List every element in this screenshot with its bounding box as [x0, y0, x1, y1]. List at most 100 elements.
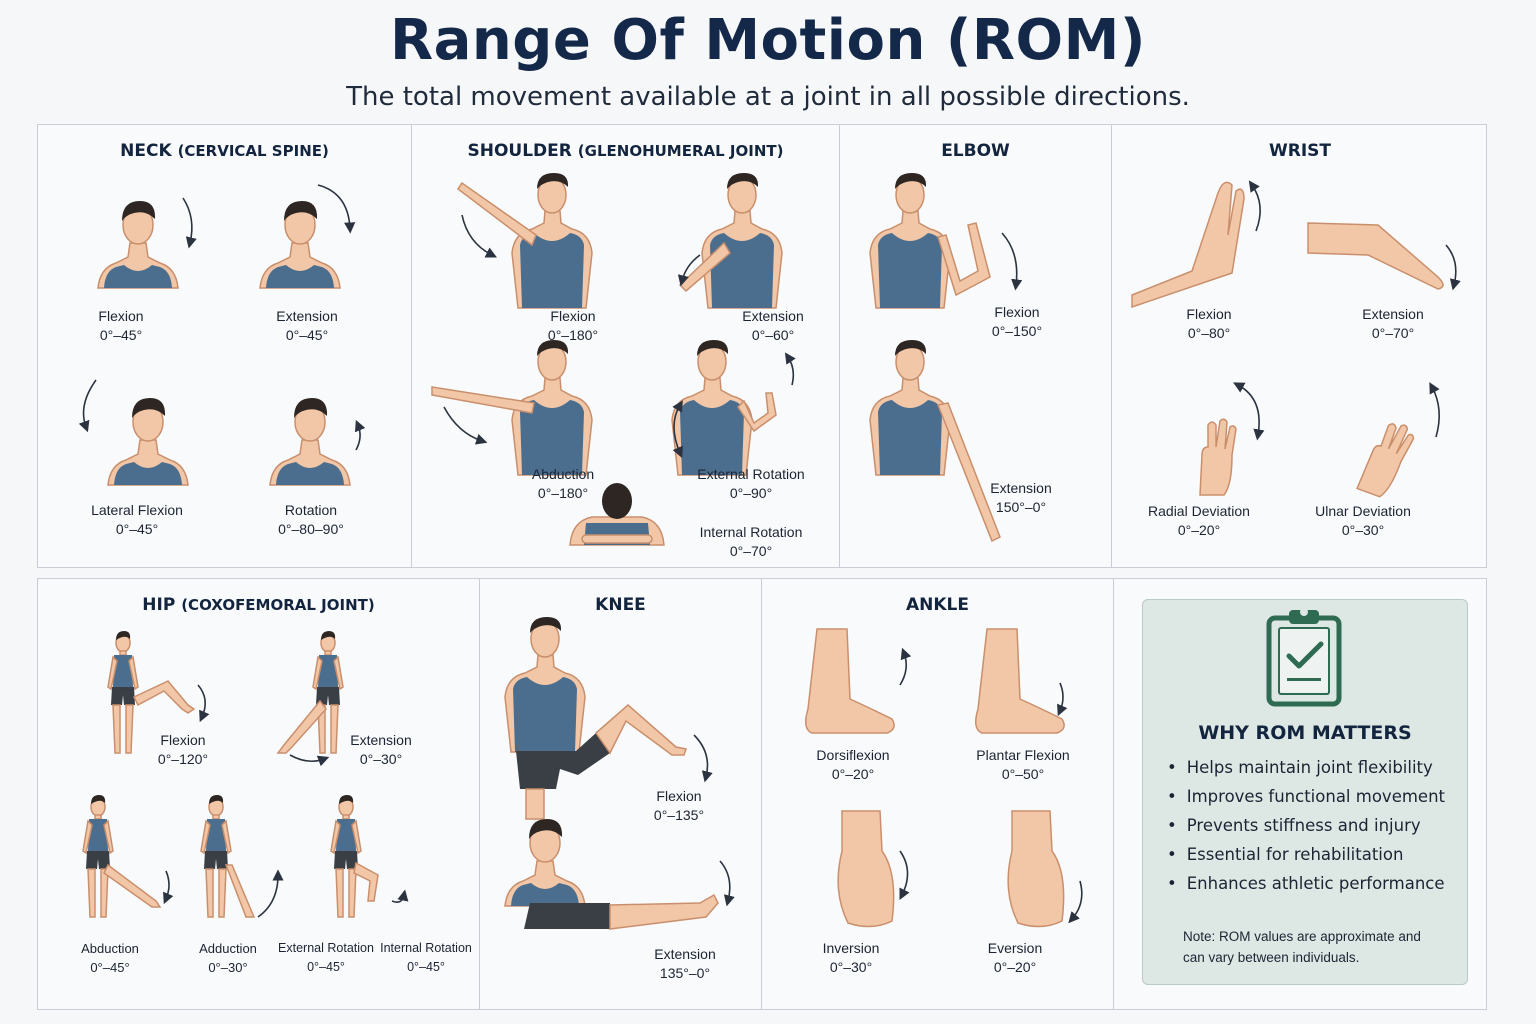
elbow-title-main: ELBOW	[941, 141, 1010, 161]
page-title: Range Of Motion (ROM)	[390, 8, 1146, 73]
knee-flexion-label: Flexion 0°–135°	[604, 787, 754, 825]
upper-body-row: NECK (CERVICAL SPINE) Flexion 0°–45° Ext…	[37, 124, 1487, 568]
move-name: External Rotation	[278, 941, 374, 955]
why-rom-point: Enhances athletic performance	[1167, 874, 1445, 903]
ankle-eversion-figure	[1007, 810, 1083, 928]
move-range: 135°–0°	[659, 965, 711, 981]
why-rom-title: WHY ROM MATTERS	[1198, 722, 1412, 744]
knee-extension-figure	[504, 818, 735, 930]
clipboard-check-icon	[1266, 608, 1342, 707]
neck-extension-label: Extension 0°–45°	[232, 307, 382, 345]
move-name: Dorsiflexion	[816, 747, 890, 763]
why-rom-list: Helps maintain joint flexibility Improve…	[1167, 758, 1445, 903]
ankle-dorsiflexion-figure	[805, 628, 912, 734]
neck-panel: NECK (CERVICAL SPINE) Flexion 0°–45° Ext…	[38, 125, 412, 567]
hip-abduction-label: Abduction 0°–45°	[38, 939, 182, 977]
neck-panel-title: NECK (CERVICAL SPINE)	[38, 141, 411, 161]
shoulder-abduction-figure	[431, 339, 593, 476]
shoulder-extension-label: Extension 0°–60°	[698, 307, 848, 345]
why-rom-point: Essential for rehabilitation	[1167, 845, 1445, 874]
move-name: Adduction	[199, 941, 257, 956]
elbow-flexion-figure	[869, 172, 1023, 309]
move-range: 0°–70°	[729, 543, 773, 559]
neck-lateral-flexion-figure	[78, 379, 189, 486]
move-name: Flexion	[1186, 306, 1232, 322]
move-range: 0°–50°	[1001, 766, 1045, 782]
move-name: Extension	[990, 480, 1052, 496]
hip-extension-figure	[276, 630, 344, 767]
move-name: Ulnar Deviation	[1315, 503, 1411, 519]
wrist-title-main: WRIST	[1268, 141, 1331, 161]
shoulder-internal-rotation-figure	[569, 483, 665, 546]
wrist-flexion-figure	[1131, 180, 1261, 309]
move-range: 0°–150°	[991, 323, 1043, 339]
wrist-flexion-label: Flexion 0°–80°	[1134, 305, 1284, 343]
move-range: 0°–30°	[1341, 522, 1385, 538]
knee-panel: KNEE Flexion 0°–135° Extension 135°–0°	[480, 579, 762, 1009]
hip-adduction-figure	[200, 794, 284, 918]
move-name: Extension	[742, 308, 804, 324]
elbow-flexion-label: Flexion 0°–150°	[942, 303, 1092, 341]
hip-panel: HIP (COXOFEMORAL JOINT) Flexion 0°–120° …	[38, 579, 480, 1009]
ankle-inversion-label: Inversion 0°–30°	[776, 939, 926, 977]
move-name: Flexion	[994, 304, 1040, 320]
knee-flexion-figure	[504, 616, 713, 820]
move-range: 0°–45°	[99, 327, 143, 343]
elbow-panel: ELBOW Flexion 0°–150° Extension 150°–0°	[840, 125, 1112, 567]
hip-internal-rotation-label: Internal Rotation 0°–45°	[368, 939, 484, 977]
move-range: 0°–30°	[829, 959, 873, 975]
move-range: 0°–20°	[831, 766, 875, 782]
ankle-panel: ANKLE Dorsiflexion 0°–20° Plantar Flexio…	[762, 579, 1114, 1009]
move-name: Internal Rotation	[380, 941, 472, 955]
ankle-plantar-flexion-figure	[975, 628, 1068, 734]
move-name: Flexion	[656, 788, 702, 804]
neck-flexion-figure	[97, 197, 197, 289]
move-range: 0°–45°	[115, 521, 159, 537]
move-range: 0°–30°	[359, 751, 403, 767]
ankle-inversion-figure	[837, 810, 910, 928]
elbow-extension-figure	[869, 339, 1001, 543]
move-range: 0°–30°	[208, 960, 248, 975]
move-range: 0°–135°	[653, 807, 705, 823]
move-range: 150°–0°	[995, 499, 1047, 515]
neck-lateral-flexion-label: Lateral Flexion 0°–45°	[62, 501, 212, 539]
ankle-eversion-label: Eversion 0°–20°	[940, 939, 1090, 977]
wrist-ulnar-deviation-figure	[1356, 382, 1440, 502]
move-name: Eversion	[987, 940, 1043, 956]
shoulder-internal-rotation-label: Internal Rotation 0°–70°	[676, 523, 826, 561]
move-name: Rotation	[284, 502, 338, 518]
why-rom-point: Improves functional movement	[1167, 787, 1445, 816]
hip-abduction-figure	[82, 794, 174, 918]
move-range: 0°–180°	[547, 327, 599, 343]
ankle-plantar-flexion-label: Plantar Flexion 0°–50°	[948, 746, 1098, 784]
hip-extension-label: Extension 0°–30°	[306, 731, 456, 769]
shoulder-panel-title: SHOULDER (GLENOHUMERAL JOINT)	[412, 141, 839, 161]
move-name: Abduction	[81, 941, 139, 956]
move-name: Extension	[276, 308, 338, 324]
shoulder-panel: SHOULDER (GLENOHUMERAL JOINT) Flexion 0°…	[412, 125, 840, 567]
move-name: Lateral Flexion	[91, 502, 183, 518]
shoulder-extension-figure	[677, 172, 783, 309]
move-name: Extension	[654, 946, 716, 962]
move-name: Flexion	[550, 308, 596, 324]
wrist-panel-title: WRIST	[1112, 141, 1488, 161]
wrist-panel: WRIST Flexion 0°–80° Extension 0°–70° Ra…	[1112, 125, 1488, 567]
wrist-radial-deviation-label: Radial Deviation 0°–20°	[1124, 502, 1274, 540]
neck-rotation-label: Rotation 0°–80–90°	[236, 501, 386, 539]
shoulder-title-main: SHOULDER	[467, 141, 572, 161]
move-range: 0°–120°	[157, 751, 209, 767]
hip-adduction-label: Adduction 0°–30°	[156, 939, 300, 977]
knee-extension-label: Extension 135°–0°	[610, 945, 760, 983]
move-name: Abduction	[531, 466, 595, 482]
knee-panel-title: KNEE	[480, 595, 761, 615]
move-name: Inversion	[822, 940, 880, 956]
wrist-ulnar-deviation-label: Ulnar Deviation 0°–30°	[1288, 502, 1438, 540]
why-rom-point: Prevents stiffness and injury	[1167, 816, 1445, 845]
ankle-dorsiflexion-label: Dorsiflexion 0°–20°	[778, 746, 928, 784]
move-name: Flexion	[160, 732, 206, 748]
shoulder-external-rotation-figure	[671, 339, 796, 476]
page-subtitle: The total movement available at a joint …	[346, 82, 1190, 112]
move-range: 0°–60°	[751, 327, 795, 343]
move-range: 0°–20°	[993, 959, 1037, 975]
hip-panel-title: HIP (COXOFEMORAL JOINT)	[38, 595, 479, 615]
